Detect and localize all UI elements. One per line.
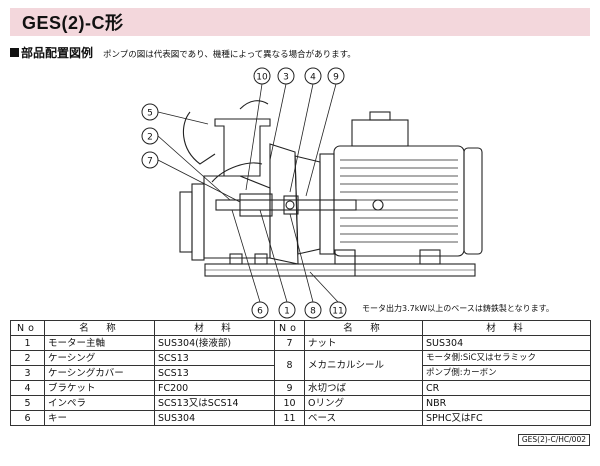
part-material: FC200 [154,380,275,396]
part-material: SCS13又はSCS14 [154,395,275,411]
part-name: ケーシング [44,350,155,366]
callout-6: 6 [257,307,263,317]
part-material-pump-side: ポンプ側:カーボン [422,365,591,381]
part-material: CR [422,380,591,396]
part-name: ベース [304,410,423,426]
callout-11: 11 [332,307,343,317]
document-number: GES(2)-C/HC/002 [517,434,590,446]
header-name: 名 称 [44,320,155,336]
table-row: 2 ケーシング SCS13 8 メカニカルシール モータ側:SiC又はセラミック [10,350,591,381]
part-name: インペラ [44,395,155,411]
pump-drawing: 10 3 4 9 5 2 7 6 1 8 11 [141,67,483,319]
callout-2: 2 [147,133,153,143]
bracket [294,155,321,255]
part-no: 6 [10,410,45,426]
table-row: 6 キー SUS304 11 ベース SPHC又はFC [10,410,591,426]
section-header: 部品配置図例 ポンプの図は代表図であり、機種によって異なる場合があります。 [10,44,356,61]
part-material: SCS13 [154,350,275,366]
callout-9: 9 [333,73,339,83]
part-no: 8 [274,350,305,381]
title-bar: GES(2)-C形 [10,8,590,36]
callout-7: 7 [147,157,153,167]
part-no: 2 [10,350,45,366]
part-name: Oリング [304,395,423,411]
motor-flange [319,153,335,255]
part-no: 7 [274,335,305,351]
callout-3: 3 [283,73,289,83]
part-material: SUS304 [422,335,591,351]
callout-4: 4 [310,73,316,83]
callouts-left: 5 2 7 [141,103,159,169]
header-material: 材 料 [422,320,591,336]
part-material: SCS13 [154,365,275,381]
part-name: ケーシングカバー [44,365,155,381]
parts-table: No 名 称 材 料 No 名 称 材 料 1 モーター主軸 SUS304(接液… [10,320,591,426]
table-header-row: No 名 称 材 料 No 名 称 材 料 [10,320,591,336]
part-material: SUS304 [154,410,275,426]
part-name: キー [44,410,155,426]
part-name: モーター主軸 [44,335,155,351]
part-material-motor-side: モータ側:SiC又はセラミック [422,350,591,366]
table-row: 1 モーター主軸 SUS304(接液部) 7 ナット SUS304 [10,335,591,351]
header-no: No [10,320,45,336]
header-name: 名 称 [304,320,423,336]
part-no: 9 [274,380,305,396]
callout-10: 10 [256,73,268,83]
discharge-flange [214,118,271,177]
part-material: SPHC又はFC [422,410,591,426]
callout-1: 1 [284,307,290,317]
page-title: GES(2)-C形 [22,13,124,33]
suction-flange [179,191,193,253]
base-note: モータ出力3.7kW以上のベースは鋳鉄製となります。 [362,304,554,313]
callout-5: 5 [147,109,153,119]
table-row: 4 ブラケット FC200 9 水切つば CR [10,380,591,396]
table-row: 3 ケーシングカバー SCS13 ポンプ側:カーボン [10,365,591,381]
header-no: No [274,320,305,336]
callout-8: 8 [310,307,316,317]
table-row: 5 インペラ SCS13又はSCS14 10 Oリング NBR [10,395,591,411]
terminal-box [351,119,409,147]
part-name: ナット [304,335,423,351]
part-no: 1 [10,335,45,351]
callouts-bottom: 6 1 8 11 [251,301,347,319]
motor-foot [334,249,356,265]
part-no: 11 [274,410,305,426]
callouts-top: 10 3 4 9 [253,67,345,85]
part-no: 5 [10,395,45,411]
part-material: NBR [422,395,591,411]
part-name: メカニカルシール [304,350,423,381]
motor-body [333,145,465,257]
fan-cover [463,147,483,255]
shaft [215,199,357,211]
section-heading: 部品配置図例 [21,46,94,60]
header-material: 材 料 [154,320,275,336]
part-no: 10 [274,395,305,411]
part-no: 3 [10,365,45,381]
section-note: ポンプの図は代表図であり、機種によって異なる場合があります。 [103,50,356,60]
part-no: 4 [10,380,45,396]
casing-cover [269,143,299,265]
part-material: SUS304(接液部) [154,335,275,351]
part-name: 水切つば [304,380,423,396]
square-bullet-icon [10,48,19,57]
part-name: ブラケット [44,380,155,396]
